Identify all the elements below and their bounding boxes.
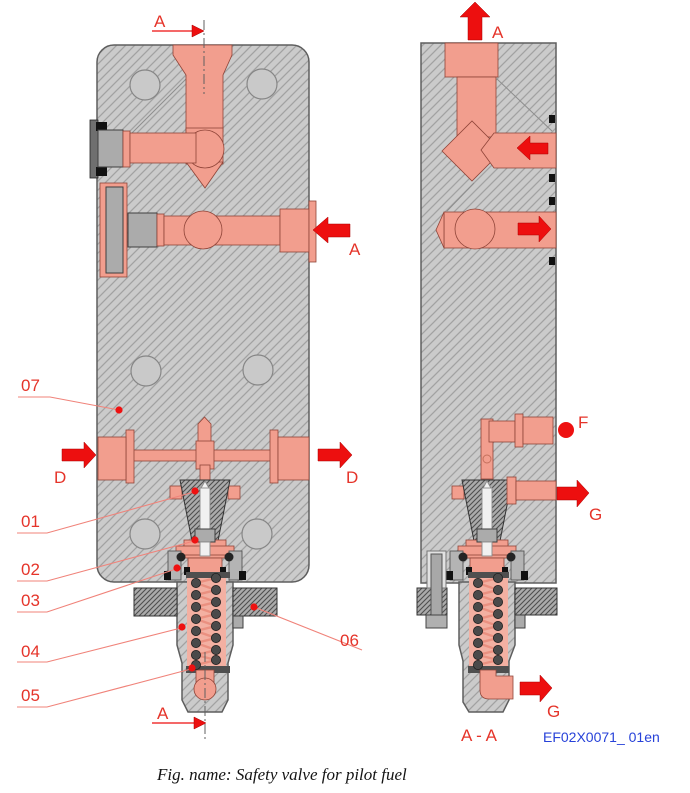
o-ring	[224, 552, 234, 562]
flange-bolt	[425, 550, 448, 629]
f-port-channel	[480, 413, 554, 480]
f-port-dot	[558, 422, 574, 438]
flow-label-g-bottom: G	[547, 702, 560, 721]
mounting-flange-right	[232, 587, 278, 617]
o-ring	[506, 552, 516, 562]
flow-arrow-outlet-right	[517, 215, 552, 243]
g-port-channel	[506, 476, 557, 505]
spring-assembly-section	[468, 572, 514, 700]
check-ball	[183, 210, 223, 250]
spring-coils	[190, 573, 221, 671]
flow-label-d-right: D	[346, 468, 358, 487]
callout-07-label: 07	[21, 376, 40, 395]
section-arrow-a-bottom: A	[152, 704, 207, 730]
mounting-flange-left	[133, 587, 178, 617]
drawing-code: EF02X0071_ 01en	[543, 729, 660, 745]
cross-channel-d-ports	[97, 416, 310, 484]
callout-04: 04	[17, 623, 186, 663]
plug-fitting-upper	[89, 119, 197, 179]
section-title-aa: A - A	[461, 726, 498, 745]
spring	[191, 576, 221, 667]
flow-arrow-g-bottom	[519, 674, 553, 703]
callout-03: 03	[17, 564, 181, 613]
flow-arrow-a-inlet	[312, 216, 351, 244]
check-ball	[454, 208, 496, 250]
callout-05-label: 05	[21, 686, 40, 705]
flow-label-a-inlet: A	[349, 240, 361, 259]
flow-arrow-inlet-left	[516, 135, 549, 161]
callout-01: 01	[17, 487, 199, 534]
flow-label-g-mid: G	[589, 505, 602, 524]
drill-holes	[129, 68, 278, 550]
flow-arrow-a-up	[459, 1, 491, 41]
callout-02: 02	[17, 536, 199, 582]
o-ring	[458, 552, 468, 562]
callout-04-label: 04	[21, 642, 40, 661]
spring-assembly	[186, 572, 230, 701]
callout-03-label: 03	[21, 591, 40, 610]
section-label-a-top: A	[154, 12, 166, 31]
callout-06: 06	[250, 603, 363, 651]
flow-label-a-up: A	[492, 23, 504, 42]
callout-01-label: 01	[21, 512, 40, 531]
mounting-flange-right	[514, 587, 558, 616]
plug-fitting-lower	[99, 182, 317, 278]
flow-label-f: F	[578, 413, 588, 432]
outlet-elbow	[479, 669, 514, 700]
spring	[473, 576, 503, 667]
figure-caption: Fig. name: Safety valve for pilot fuel	[156, 765, 407, 784]
edge-port-marks	[549, 115, 555, 265]
flow-arrow-g-mid	[556, 479, 590, 508]
section-label-a-bottom: A	[157, 704, 169, 723]
flow-arrow-d-in	[61, 441, 97, 469]
spring-coils	[472, 573, 503, 671]
left-section-view: A A A D D 07 01 02 03	[17, 12, 363, 742]
section-arrow-a-top: A	[152, 12, 205, 38]
section-boundary-line	[131, 78, 187, 134]
callout-07: 07	[18, 376, 123, 414]
callout-02-label: 02	[21, 560, 40, 579]
o-ring	[176, 552, 186, 562]
right-section-view: A F G G A - A EF02X0071_ 01en	[416, 1, 660, 745]
valve-cartridge-section	[446, 479, 528, 581]
fuel-channel-top-outlet	[441, 42, 557, 182]
flow-label-d-left: D	[54, 468, 66, 487]
callout-06-label: 06	[340, 631, 359, 650]
flow-arrow-d-out	[317, 441, 353, 469]
callout-05: 05	[17, 664, 196, 708]
